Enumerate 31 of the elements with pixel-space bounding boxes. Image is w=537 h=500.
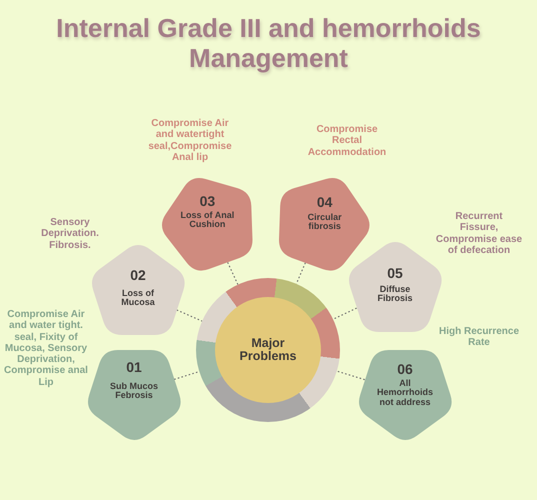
- step-number: 02: [130, 266, 146, 283]
- node-label: Major Problems: [238, 336, 298, 364]
- node-label: Loss of Mucosa: [120, 288, 156, 308]
- node-label: Sub Mucos Febrosis: [108, 382, 159, 401]
- node-label: Loss of Anal Cushion: [180, 210, 236, 230]
- connector-line: [174, 371, 200, 380]
- node-label: All Hemorrhoids not address: [376, 378, 434, 408]
- pentagon-shape: [92, 245, 184, 336]
- step-number: 06: [397, 360, 413, 377]
- title: Internal Grade III and hemorrhoids Management: [55, 13, 482, 73]
- pentagon-shape: [358, 350, 452, 440]
- step-number: 01: [126, 358, 142, 375]
- node-label: Circular fibrosis: [306, 212, 343, 232]
- pentagon-shape: [88, 350, 180, 440]
- connector-line: [227, 262, 238, 285]
- connector-line: [332, 308, 357, 320]
- connector-line: [336, 370, 365, 380]
- pentagon-shape: [162, 178, 253, 271]
- step-number: 04: [316, 194, 332, 210]
- connector-line: [296, 262, 306, 284]
- step-number: 03: [200, 192, 216, 209]
- description-text: Compromise Rectal Accommodation: [306, 124, 388, 158]
- description-text: Compromise Air and water tight. seal, Fixity of Mucosa, Sensory Deprivation, Compromise anal Lip: [3, 309, 89, 388]
- description-text: Recurrent Fissure, Compromise ease of defecation: [436, 211, 522, 256]
- description-text: High Recurrence Rate: [438, 326, 520, 349]
- description-text: Sensory Deprivation. Fibrosis.: [40, 217, 100, 251]
- node-label: Diffuse Fibrosis: [376, 284, 414, 304]
- description-text: Compromise Air and watertight seal,Compromise Anal lip: [147, 118, 233, 164]
- connector-line: [176, 309, 202, 322]
- step-number: 05: [387, 264, 403, 281]
- pentagon-shape: [279, 178, 370, 271]
